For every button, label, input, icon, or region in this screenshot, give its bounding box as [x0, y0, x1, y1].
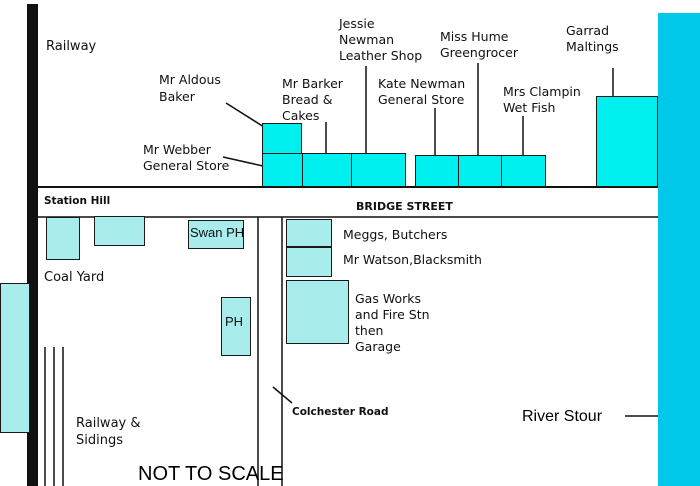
railway-label: Railway — [46, 39, 97, 54]
leader-colchester-road — [272, 386, 293, 404]
building-webber-general-store — [262, 153, 304, 187]
jessie-label-2: Newman — [339, 32, 395, 47]
meggs-label: Meggs, Butchers — [343, 227, 448, 242]
building-miss-hume-greengrocer — [458, 155, 503, 187]
barker-label-1: Mr Barker — [282, 76, 343, 91]
webber-label-2: General Store — [143, 158, 230, 173]
building-kate-newman-general-store — [415, 155, 460, 187]
building-barker-bread-cakes — [302, 153, 353, 187]
garrad-label-1: Garrad — [566, 23, 609, 38]
railway-sidings-label-1: Railway & — [76, 416, 141, 431]
aldous-label-1: Mr Aldous — [159, 72, 221, 87]
clampin-label-2: Wet Fish — [503, 100, 556, 115]
jessie-label-1: Jessie — [339, 16, 375, 31]
swan-ph-label: Swan PH — [190, 225, 245, 240]
gas-works-label-4: Garage — [355, 339, 401, 354]
building-coal-yard-1 — [46, 217, 80, 260]
jessie-label-3: Leather Shop — [339, 48, 423, 63]
webber-label-1: Mr Webber — [143, 142, 211, 157]
hume-label-2: Greengrocer — [440, 45, 519, 60]
building-meggs-butchers — [286, 219, 332, 247]
building-garrad-maltings — [596, 96, 658, 187]
building-watson-blacksmith — [286, 247, 332, 277]
building-aldous-baker — [262, 123, 302, 155]
building-coal-yard-2 — [94, 216, 145, 246]
leader-webber — [222, 156, 264, 167]
watson-label: Mr Watson,Blacksmith — [343, 252, 482, 267]
gas-works-label-2: and Fire Stn — [355, 307, 430, 322]
leader-aldous — [225, 102, 265, 128]
gas-works-label-1: Gas Works — [355, 291, 421, 306]
river-stour — [658, 13, 700, 486]
garrad-label-2: Maltings — [566, 39, 619, 54]
railway-line — [27, 4, 38, 486]
aldous-label-2: Baker — [159, 89, 195, 104]
bridge-street-label: BRIDGE STREET — [356, 200, 453, 213]
building-ph — [221, 297, 251, 356]
kate-label-1: Kate Newman — [378, 76, 466, 91]
station-hill-label: Station Hill — [44, 195, 111, 207]
building-mrs-clampin-wet-fish — [501, 155, 546, 187]
barker-label-3: Cakes — [282, 108, 320, 123]
building-jessie-newman-leather — [351, 153, 406, 187]
river-stour-label: River Stour — [522, 408, 603, 425]
building-swan-ph — [188, 220, 244, 249]
barker-label-2: Bread & — [282, 92, 333, 107]
kate-label-2: General Store — [378, 92, 465, 107]
ph-label: PH — [225, 314, 244, 329]
clampin-label-1: Mrs Clampin — [503, 84, 581, 99]
gas-works-label-3: then — [355, 323, 384, 338]
station-building — [0, 283, 30, 433]
not-to-scale-label: NOT TO SCALE — [138, 463, 284, 485]
coal-yard-label: Coal Yard — [44, 270, 105, 285]
building-gas-works — [286, 280, 349, 344]
railway-sidings-label-2: Sidings — [76, 433, 123, 448]
hume-label-1: Miss Hume — [440, 29, 509, 44]
colchester-road-label: Colchester Road — [292, 406, 389, 418]
